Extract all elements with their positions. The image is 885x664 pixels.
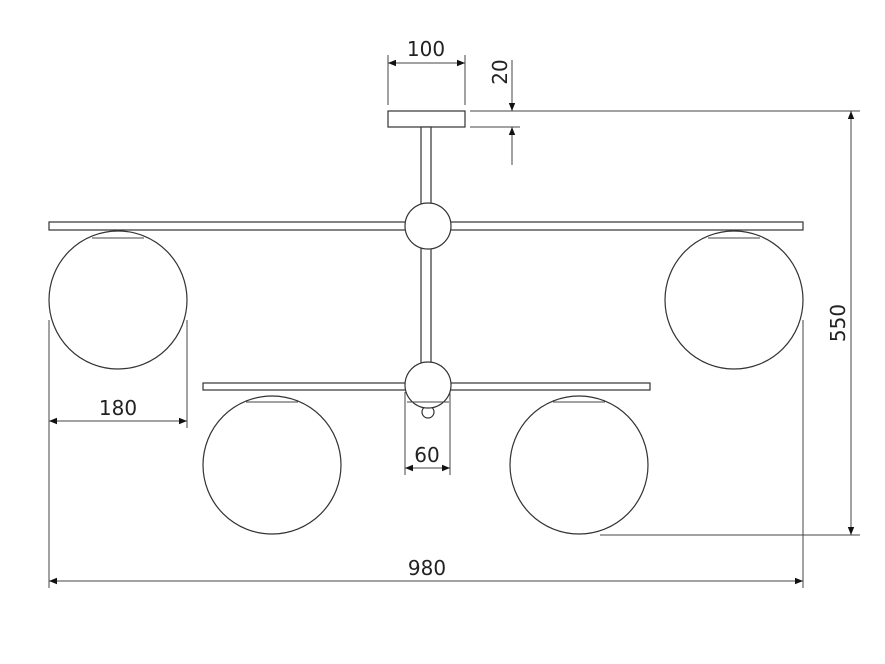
globe-lower-right [509, 395, 649, 535]
chandelier-fixture [48, 110, 804, 535]
dimension-canopy-height: 20 [470, 59, 860, 165]
globe-upper-left [48, 230, 188, 370]
globe-upper-right [664, 230, 804, 370]
dimension-globe-diameter: 180 [49, 320, 188, 428]
ceiling-canopy [387, 110, 466, 128]
dimension-label: 550 [826, 304, 850, 342]
upper-joint-sphere [404, 202, 452, 250]
dimension-total-height: 550 [600, 111, 860, 536]
dimension-canopy-width: 100 [387, 37, 466, 105]
lower-joint-sphere [404, 361, 452, 409]
upper-stem [420, 126, 432, 208]
dimension-joint-diameter: 60 [404, 392, 451, 475]
dimension-label: 20 [488, 59, 512, 84]
dimension-label: 100 [407, 37, 445, 61]
dimension-label: 180 [99, 396, 137, 420]
dimension-total-width: 980 [48, 320, 804, 588]
globe-lower-left [202, 395, 342, 535]
lower-stem [420, 245, 432, 369]
dimension-label: 980 [408, 556, 446, 580]
dimension-label: 60 [414, 443, 439, 467]
